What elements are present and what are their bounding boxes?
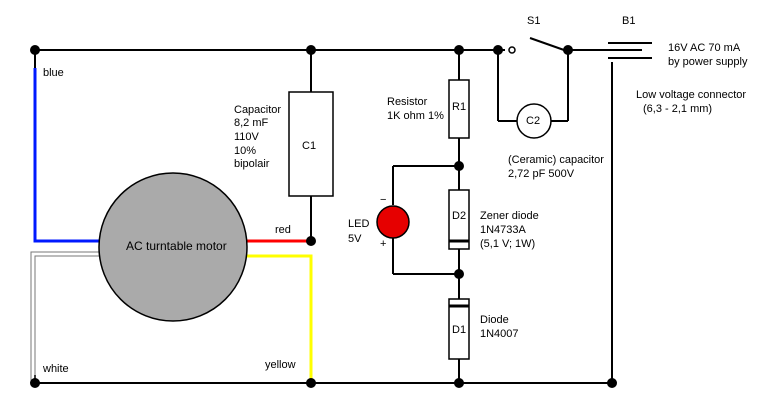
c2-value: 2,72 pF 500V xyxy=(508,168,575,180)
c1-spec: 8,2 mF xyxy=(234,117,269,129)
led xyxy=(376,205,410,239)
c1-spec: 110V xyxy=(234,131,259,143)
white-wire xyxy=(30,251,103,383)
yellow-wire xyxy=(240,254,313,383)
d1-title: Diode xyxy=(480,314,509,326)
capacitor-c1 xyxy=(288,91,334,197)
c1-spec: bipolair xyxy=(234,158,270,170)
r1-title: Resistor xyxy=(387,96,428,108)
c2-id: C2 xyxy=(526,115,541,127)
b1-line1: 16V AC 70 mA xyxy=(668,42,741,54)
d2-part: 1N4733A xyxy=(480,224,526,236)
motor-wires xyxy=(33,68,313,383)
diode-d1 xyxy=(448,298,470,360)
blue-wire xyxy=(33,68,100,243)
led-voltage: 5V xyxy=(348,233,362,245)
zener-diode-d2 xyxy=(448,189,470,250)
d2-id: D2 xyxy=(452,210,467,222)
s1-id: S1 xyxy=(527,15,541,27)
d2-title: Zener diode xyxy=(480,210,539,222)
led-title: LED xyxy=(348,218,370,230)
red-wire-label: red xyxy=(275,224,291,236)
motor xyxy=(98,172,248,322)
c1-id: C1 xyxy=(302,140,317,152)
connector-size: (6,3 - 2,1 mm) xyxy=(643,103,713,115)
c2-title: (Ceramic) capacitor xyxy=(508,154,604,166)
capacitor-c2 xyxy=(516,103,552,139)
main-wires xyxy=(34,49,613,384)
connector-title: Low voltage connector xyxy=(636,89,747,101)
junction-dots xyxy=(30,45,617,388)
d1-id: D1 xyxy=(452,324,467,336)
b1-line2: by power supply xyxy=(668,56,748,68)
c1-spec: 10% xyxy=(234,145,257,157)
motor-label: AC turntable motor xyxy=(126,239,227,253)
d1-part: 1N4007 xyxy=(480,328,519,340)
r1-value: 1K ohm 1% xyxy=(387,110,444,122)
connector-b1 xyxy=(606,42,652,59)
white-wire-label: white xyxy=(43,363,69,375)
r1-id: R1 xyxy=(452,101,467,113)
b1-id: B1 xyxy=(622,15,636,27)
switch-s1 xyxy=(508,37,565,54)
resistor-r1 xyxy=(448,79,470,139)
c1-title: Capacitor xyxy=(234,104,282,116)
led-plus-label: + xyxy=(380,238,387,250)
led-minus-label: − xyxy=(380,194,387,206)
yellow-wire-label: yellow xyxy=(265,359,296,371)
blue-wire-label: blue xyxy=(43,67,64,79)
d2-spec: (5,1 V; 1W) xyxy=(480,238,536,250)
